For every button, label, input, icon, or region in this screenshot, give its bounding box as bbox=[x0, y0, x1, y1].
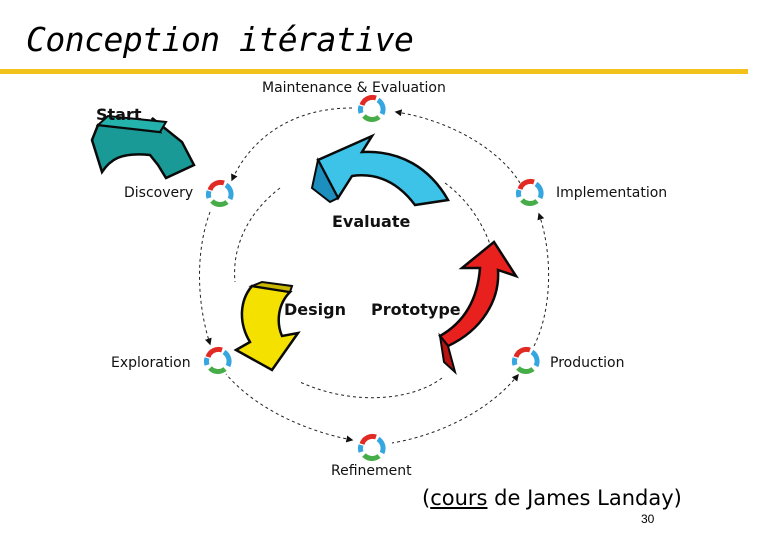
prototype-label: Prototype bbox=[371, 300, 461, 319]
credit-suffix: de James Landay) bbox=[487, 486, 682, 510]
design-label: Design bbox=[284, 300, 346, 319]
source-credit: (cours de James Landay) bbox=[422, 486, 682, 510]
implementation-cycle-icon bbox=[518, 181, 541, 203]
stage-discovery-label: Discovery bbox=[124, 185, 193, 201]
design-arrow bbox=[233, 280, 301, 372]
stage-refinement-label: Refinement bbox=[331, 463, 412, 479]
prototype-arrow bbox=[438, 240, 519, 376]
production-cycle-icon bbox=[514, 349, 537, 371]
refinement-cycle-icon bbox=[360, 436, 383, 458]
inner-cycle-path bbox=[234, 182, 496, 399]
exploration-cycle-icon bbox=[206, 349, 229, 371]
page-number: 30 bbox=[641, 512, 655, 526]
maintenance-cycle-icon bbox=[360, 97, 383, 119]
start-arrow bbox=[90, 114, 196, 180]
stage-implementation-label: Implementation bbox=[556, 185, 667, 201]
evaluate-label: Evaluate bbox=[332, 212, 410, 231]
slide-title: Conception itérative bbox=[26, 20, 414, 59]
discovery-cycle-icon bbox=[208, 182, 231, 204]
credit-link[interactable]: cours bbox=[430, 486, 488, 510]
stage-maintenance-label: Maintenance & Evaluation bbox=[262, 80, 446, 96]
credit-prefix: ( bbox=[422, 486, 431, 510]
stage-production-label: Production bbox=[550, 355, 624, 371]
start-label: Start bbox=[96, 105, 142, 124]
stage-exploration-label: Exploration bbox=[111, 355, 191, 371]
evaluate-arrow bbox=[310, 133, 450, 207]
title-underline bbox=[0, 69, 748, 74]
outer-cycle-path bbox=[199, 107, 550, 444]
